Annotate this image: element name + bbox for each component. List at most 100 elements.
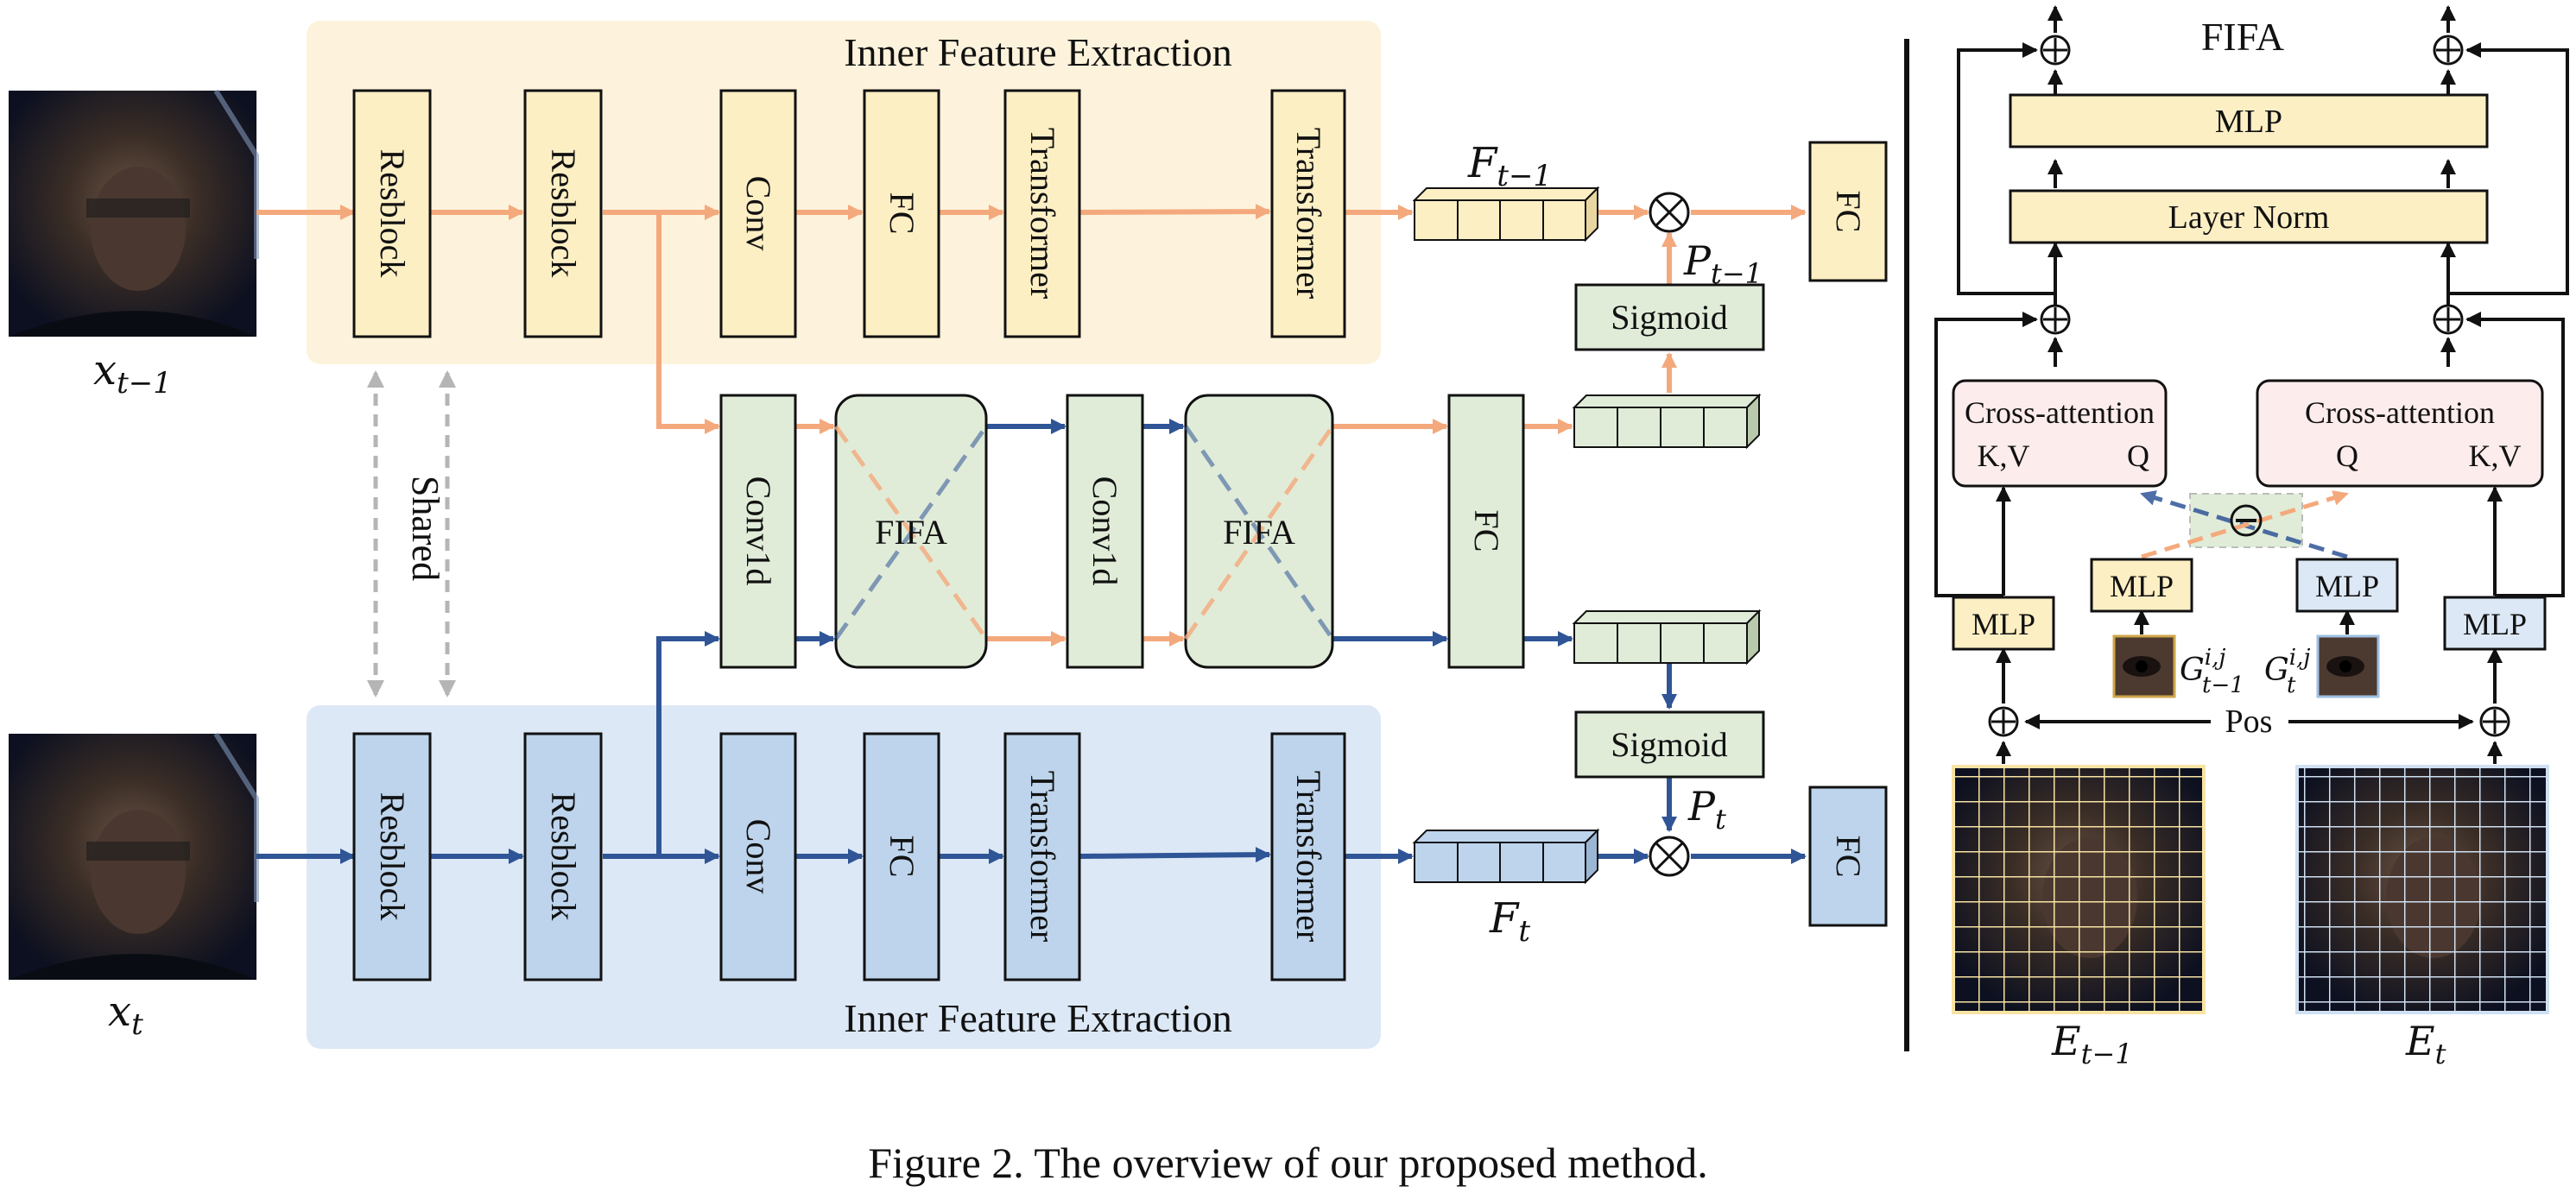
fifa-panel-title: FIFA (2201, 15, 2284, 59)
svg-text:K,V: K,V (2469, 439, 2522, 473)
prob-label-prev: Pt−1 (1683, 237, 1763, 290)
fifa-panel-arrows (1934, 5, 2569, 764)
svg-text:Q: Q (2336, 439, 2358, 473)
svg-text:Transformer: Transformer (1023, 771, 1062, 943)
svg-text:Sigmoid: Sigmoid (1611, 298, 1728, 337)
feature-vector-top (1412, 186, 1600, 243)
top-resblock-1: Resblock (352, 89, 432, 338)
bottom-resblock-1: Resblock (352, 732, 432, 981)
fifa-mlp-left-input: MLP (1952, 596, 2055, 651)
svg-text:Q: Q (2127, 439, 2149, 473)
feature-label-current: Ft (1489, 894, 1530, 949)
dashed-arrow-to-right-q (2141, 490, 2349, 559)
svg-text:MLP: MLP (2215, 104, 2282, 140)
input-label-prev: xt−1 (93, 346, 172, 401)
svg-text:Cross-attention: Cross-attention (1965, 395, 2155, 430)
svg-text:Sigmoid: Sigmoid (1611, 725, 1728, 764)
sigmoid-bottom: Sigmoid (1574, 710, 1765, 779)
cross-attention-right: Cross-attention Q K,V (2256, 379, 2544, 488)
top-conv: Conv (719, 89, 797, 338)
svg-text:Resblock: Resblock (544, 792, 583, 921)
sigmoid-top: Sigmoid (1574, 283, 1765, 351)
output-fc-top: FC (1808, 141, 1888, 282)
svg-text:Resblock: Resblock (544, 149, 583, 278)
eye-patch-prev (2112, 634, 2176, 698)
multiply-icon-top (1649, 192, 1690, 233)
svg-text:MLP: MLP (2463, 607, 2527, 641)
add-icon-mid-right (2433, 304, 2464, 335)
feature-vector-mid-bottom (1572, 609, 1762, 666)
eye-patch-current (2316, 634, 2380, 698)
svg-text:Cross-attention: Cross-attention (2305, 395, 2495, 430)
top-transformer-2: Transformer (1270, 89, 1346, 338)
multiply-icon-bottom (1649, 836, 1690, 877)
input-frame-prev (9, 89, 259, 337)
svg-text:FC: FC (883, 836, 921, 878)
bottom-stream-arrows (256, 419, 1807, 864)
middle-fc: FC (1447, 394, 1525, 669)
svg-text:FIFA: FIFA (875, 513, 947, 552)
svg-text:MLP: MLP (2315, 569, 2379, 603)
svg-text:Conv1d: Conv1d (739, 476, 778, 586)
fifa-block-1: FIFA (833, 394, 989, 669)
feature-label-prev: Ft−1 (1467, 139, 1552, 193)
minus-icon (2230, 504, 2263, 537)
bottom-transformer-2: Transformer (1270, 732, 1346, 981)
svg-text:Conv1d: Conv1d (1085, 476, 1124, 586)
bottom-resblock-2: Resblock (523, 732, 603, 981)
input-frame-current (9, 732, 259, 980)
svg-text:Transformer: Transformer (1023, 128, 1062, 300)
svg-text:Transformer: Transformer (1289, 771, 1328, 943)
feature-vector-mid-top (1572, 393, 1762, 450)
conv1d-2: Conv1d (1066, 394, 1144, 669)
bottom-conv: Conv (719, 732, 797, 981)
conv1d-1: Conv1d (719, 394, 797, 669)
grid-image-current (2295, 765, 2549, 1014)
bottom-transformer-1: Transformer (1003, 732, 1081, 981)
add-icon-pos-left (1988, 706, 2019, 737)
svg-text:FC: FC (1467, 510, 1506, 552)
fifa-mlp-right-patch: MLP (2295, 558, 2399, 613)
pos-label: Pos (2225, 704, 2273, 740)
svg-text:Resblock: Resblock (373, 792, 412, 921)
fifa-mlp-left-patch: MLP (2090, 558, 2193, 613)
fifa-mlp-top: MLP (2009, 93, 2489, 148)
svg-text:FC: FC (883, 192, 921, 235)
fifa-layer-norm: Layer Norm (2009, 189, 2489, 244)
feature-vector-bottom (1412, 828, 1600, 885)
svg-text:Layer Norm: Layer Norm (2168, 199, 2330, 236)
add-icon-top-right (2433, 35, 2464, 66)
svg-text:K,V: K,V (1978, 439, 2030, 473)
svg-text:Transformer: Transformer (1289, 128, 1328, 300)
svg-text:Resblock: Resblock (373, 149, 412, 278)
input-label-current: xt (108, 988, 143, 1042)
fifa-mlp-right-input: MLP (2443, 596, 2547, 651)
top-stream-arrows (256, 204, 1807, 647)
add-icon-pos-right (2479, 706, 2510, 737)
add-icon-top-left (2040, 35, 2071, 66)
bottom-region-title: Inner Feature Extraction (844, 996, 1232, 1040)
top-region-title: Inner Feature Extraction (844, 30, 1232, 74)
svg-text:MLP: MLP (2110, 569, 2174, 603)
method-overview-diagram: Inner Feature Extraction Inner Feature E… (9, 5, 2569, 1070)
embedding-label-current: Et (2405, 1018, 2446, 1070)
cross-attention-left: Cross-attention K,V Q (1952, 379, 2168, 488)
svg-text:Conv: Conv (739, 819, 778, 894)
output-fc-bottom: FC (1808, 786, 1888, 927)
svg-text:MLP: MLP (1972, 607, 2035, 641)
top-resblock-2: Resblock (523, 89, 603, 338)
add-icon-mid-left (2040, 304, 2071, 335)
svg-text:FC: FC (1829, 191, 1868, 233)
svg-text:FC: FC (1829, 836, 1868, 878)
svg-text:Conv: Conv (739, 176, 778, 251)
embedding-label-prev: Et−1 (2051, 1018, 2133, 1070)
figure-caption: Figure 2. The overview of our proposed m… (868, 1139, 1708, 1187)
shared-label: Shared (404, 476, 446, 581)
grid-image-prev (1952, 765, 2206, 1014)
top-fc: FC (863, 89, 940, 338)
bottom-fc: FC (863, 732, 940, 981)
svg-text:FIFA: FIFA (1223, 513, 1295, 552)
top-transformer-1: Transformer (1003, 89, 1081, 338)
